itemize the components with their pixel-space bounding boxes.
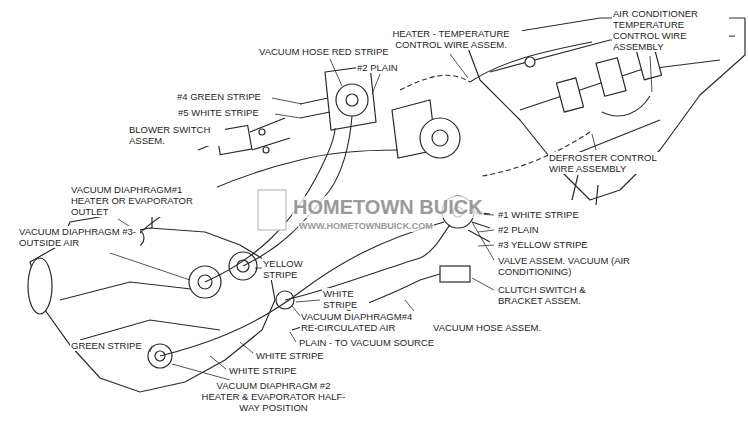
control-head	[432, 130, 448, 146]
hose-label: GREEN STRIPE	[70, 340, 143, 351]
hose-label: #4 GREEN STRIPE	[176, 91, 262, 102]
dash-panel	[596, 58, 626, 97]
leader-line	[290, 332, 296, 342]
vacuum-hose	[243, 116, 352, 266]
leader-line	[255, 268, 262, 269]
hose-label: WHITE STRIPE	[322, 288, 369, 310]
heater-housing	[28, 258, 52, 314]
part-label: VALVE ASSEM. VACUUM (AIR CONDITIONING)	[497, 255, 631, 277]
vacuum-hose	[300, 98, 330, 118]
part-label: AIR CONDITIONER TEMPERATURE CONTROL WIRE…	[612, 8, 729, 52]
hose-label: #2 PLAIN	[356, 62, 399, 73]
vacuum-hose	[160, 222, 444, 356]
hose-label: VACUUM HOSE RED STRIPE	[258, 46, 390, 57]
control-head	[440, 266, 470, 282]
hose-label: WHITE STRIPE	[255, 350, 325, 361]
dash-panel	[556, 78, 583, 112]
hose-label: PLAIN - TO VACUUM SOURCE	[298, 337, 435, 348]
leader-line	[592, 134, 596, 150]
leader-line	[450, 54, 468, 78]
blower-switch	[250, 118, 290, 150]
control-head	[325, 66, 474, 282]
part-label: VACUUM DIAPHRAGM #2 HEATER & EVAPORATOR …	[200, 380, 347, 413]
leader-line	[296, 300, 320, 302]
control-wire	[400, 75, 470, 90]
hose-label: #5 WHITE STRIPE	[177, 107, 260, 118]
dash-panel	[572, 175, 598, 205]
leader-line	[240, 342, 253, 353]
control-head	[420, 118, 460, 158]
leader-line	[172, 364, 230, 380]
part-label: VACUUM DIAPHRAGM#4 RE-CIRCULATED AIR	[300, 311, 427, 333]
watermark: WWW.HOMETOWNBUICK.COM	[298, 221, 434, 232]
dash-panel	[525, 57, 535, 67]
leader-line	[650, 56, 652, 92]
part-label: VACUUM DIAPHRAGM #3-OUTSIDE AIR	[18, 226, 140, 248]
control-head	[346, 94, 358, 106]
part-label: HEATER - TEMPERATURE CONTROL WIRE ASSEM.	[380, 28, 522, 50]
part-label: BLOWER SWITCH ASSEM.	[128, 124, 225, 146]
leader-line	[150, 346, 152, 352]
part-label: VACUUM HOSE ASSEM.	[432, 322, 542, 333]
leader-line	[292, 306, 300, 316]
hose-label: YELLOW STRIPE	[262, 258, 312, 280]
part-label: CLUTCH SWITCH & BRACKET ASSEM.	[497, 284, 609, 306]
leader-line	[110, 253, 190, 280]
leader-line	[478, 230, 494, 232]
leader-line	[210, 356, 226, 369]
blower-switch	[259, 129, 265, 135]
leader-line	[472, 222, 494, 260]
watermark: HOMETOWN BUICK	[292, 196, 484, 218]
leader-line	[110, 54, 652, 380]
part-label: DEFROSTER CONTROL WIRE ASSEMBLY	[548, 152, 675, 174]
leader-line	[372, 74, 380, 94]
control-head	[420, 274, 440, 280]
watermark-logo	[258, 190, 286, 230]
watermark-logo	[258, 190, 286, 230]
control-head	[325, 66, 376, 130]
leader-line	[275, 114, 300, 118]
hose-label: WHITE STRIPE	[228, 365, 298, 376]
part-label: VACUUM DIAPHRAGM#1 HEATER OR EVAPORATOR …	[70, 184, 217, 217]
leader-line	[472, 278, 494, 290]
hose-label: #2 PLAIN	[497, 224, 540, 235]
hose-label: #1 WHITE STRIPE	[497, 209, 580, 220]
leader-line	[272, 98, 302, 104]
control-head	[336, 84, 368, 116]
leader-line	[330, 59, 342, 86]
blower-switch	[263, 147, 269, 153]
control-wire	[602, 96, 650, 116]
hose-label: #3 YELLOW STRIPE	[497, 239, 589, 250]
